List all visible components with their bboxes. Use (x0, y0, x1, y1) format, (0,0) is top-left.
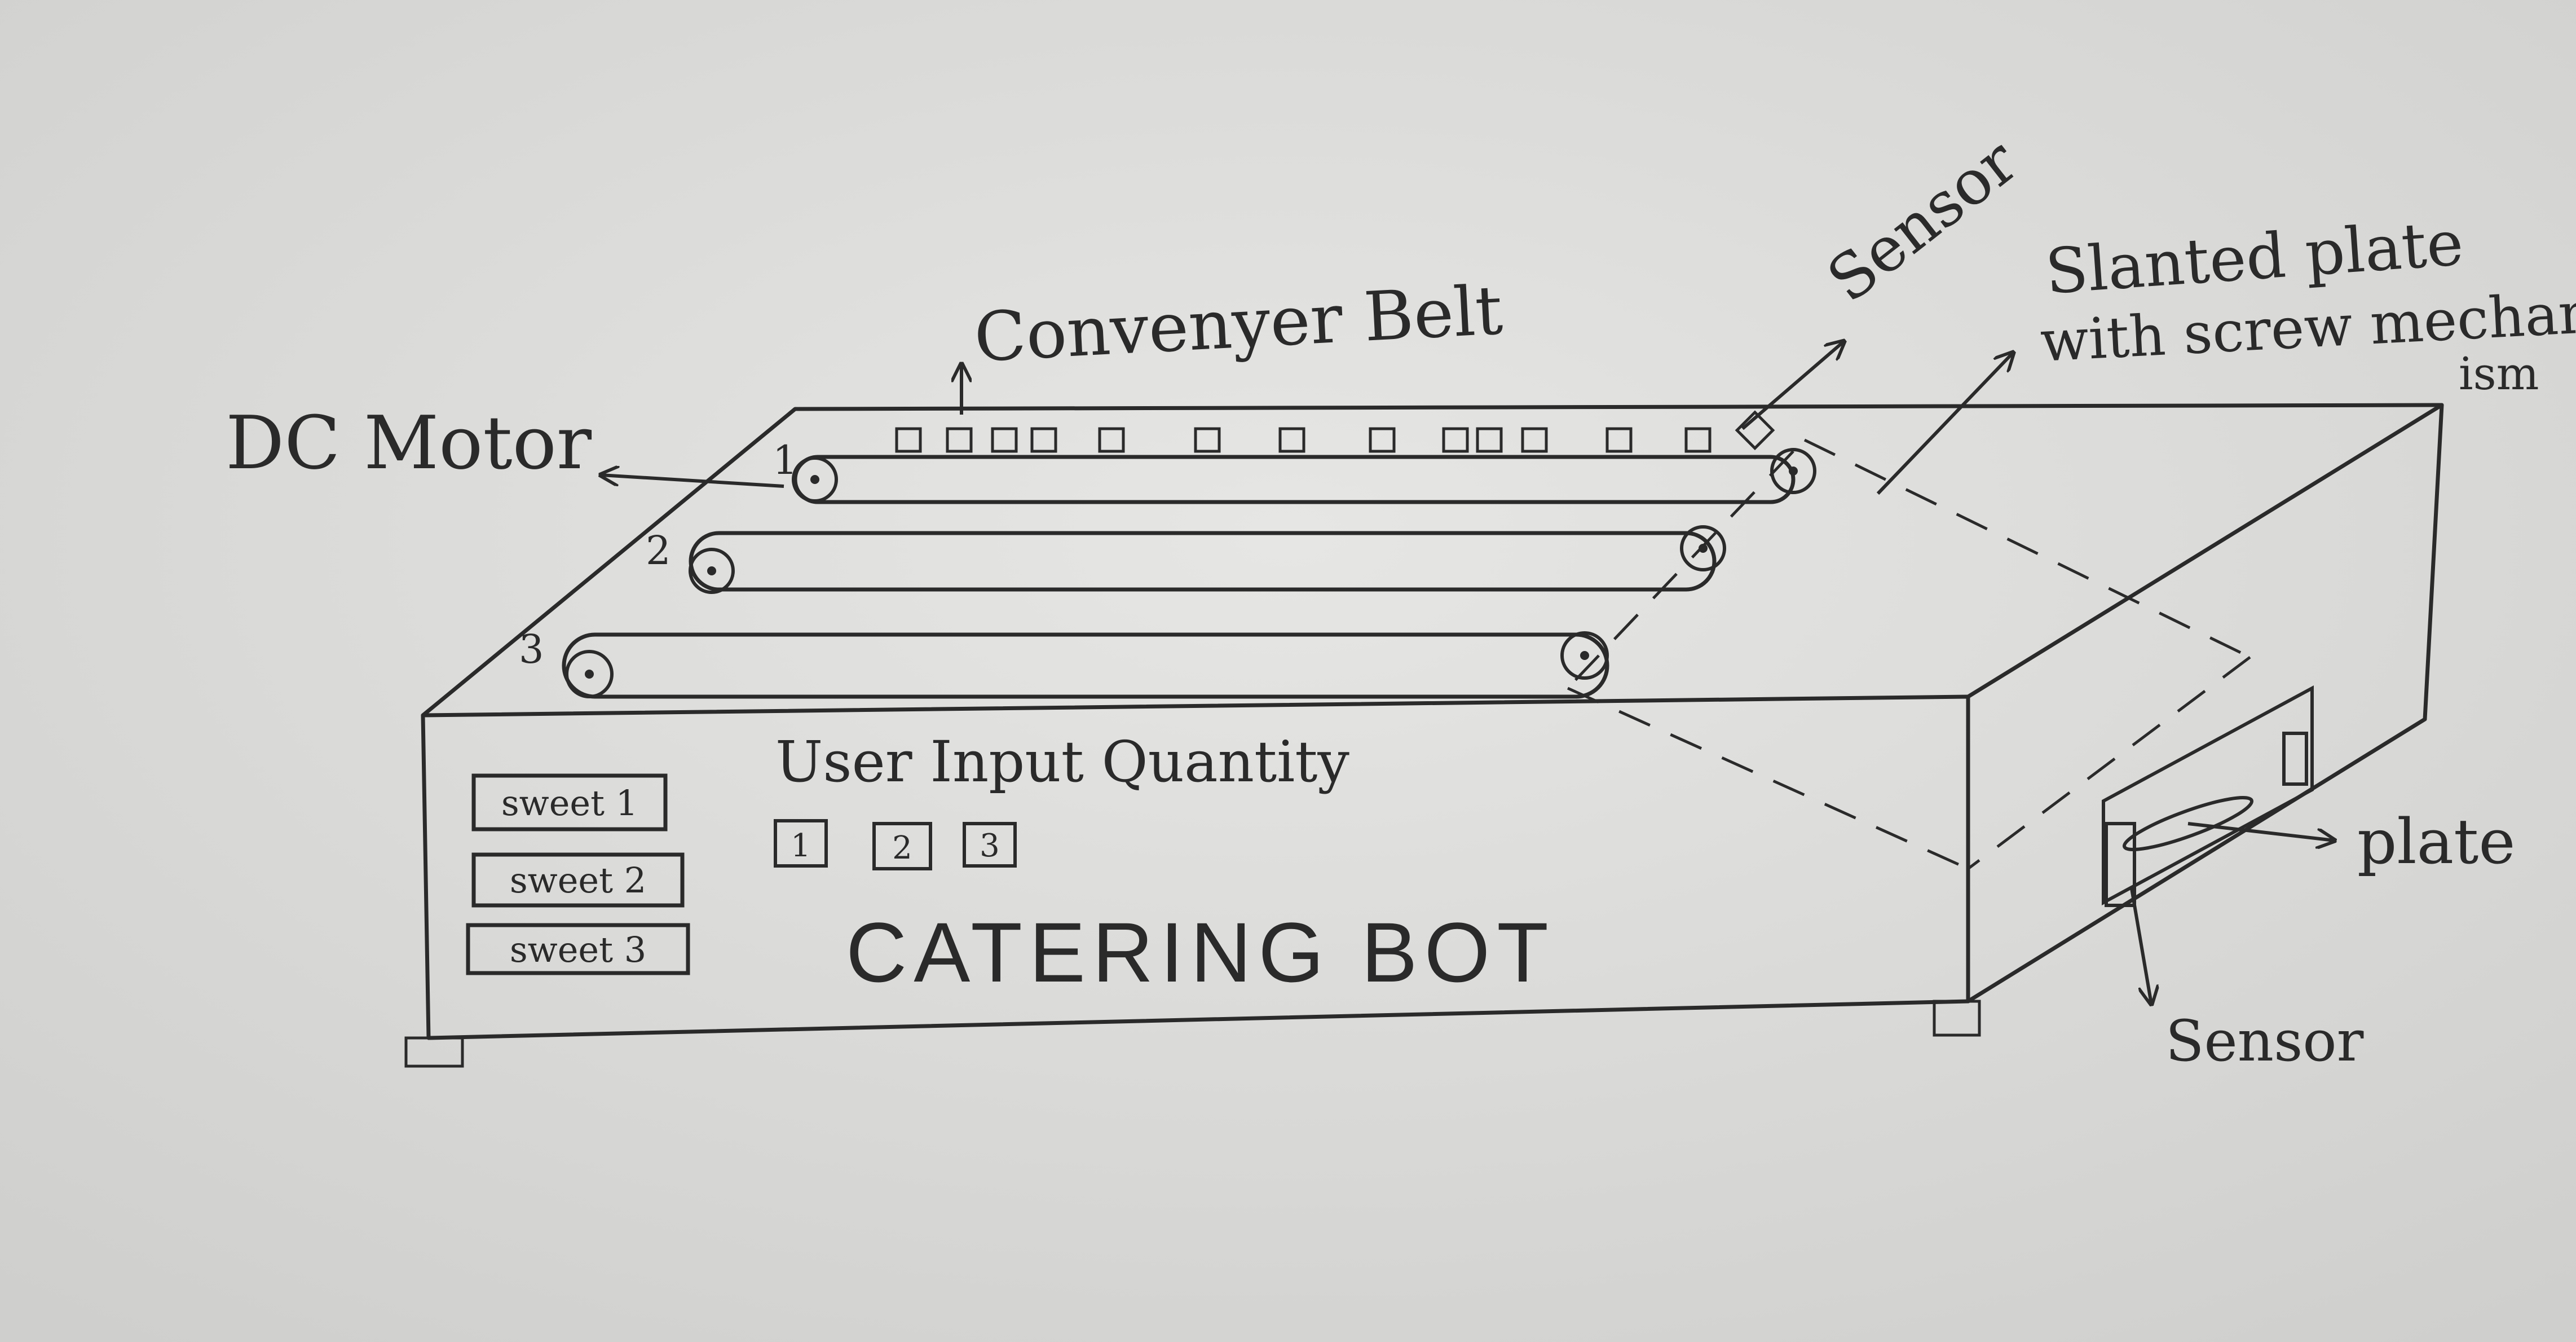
belt-1-slots (895, 427, 1712, 453)
sweet-2-button[interactable]: sweet 2 (471, 852, 685, 908)
conveyor-belt-1 (792, 410, 1816, 504)
top-sensor-block (1735, 410, 1775, 451)
plate-holder (2282, 732, 2308, 786)
belt-slot (1278, 427, 1305, 453)
sweet-3-frame (466, 923, 690, 975)
sweet-2-label: sweet 2 (510, 860, 646, 901)
front-panel: sweet 1 sweet 2 sweet 3 User Input Quant… (466, 729, 1555, 1000)
belt-number-2: 2 (646, 527, 671, 574)
bottom-sensor-block (2105, 822, 2136, 907)
belt-1-pulley-left (792, 456, 838, 503)
plate-label: plate (2357, 806, 2515, 878)
slanted-plate-front (1967, 656, 2251, 870)
feet (404, 1000, 1981, 1068)
belt-3-pulley-right (1560, 631, 1609, 680)
user-input-label: User Input Quantity (775, 729, 1349, 795)
sweet-3-label: sweet 3 (510, 929, 646, 970)
belt-1-axle-left (810, 475, 819, 484)
belt-1-pulley-right (1770, 448, 1816, 494)
leader-arrows (601, 341, 2335, 1004)
top-face (421, 403, 2444, 718)
conveyor-belt-2 (689, 525, 1726, 594)
foot-left (404, 1036, 464, 1068)
belt-slot (1369, 427, 1396, 453)
hidden-edges (1567, 438, 2251, 870)
quantity-3-frame (963, 822, 1017, 868)
belt-slot (1605, 427, 1633, 453)
belt-3-axle-left (585, 670, 594, 679)
catering-bot-title: CATERING BOT (846, 905, 1555, 1000)
slanted-plate-lower (1567, 687, 1969, 870)
belt-3-loop (562, 632, 1609, 699)
belt-slot (1442, 427, 1469, 453)
conveyor-belt-3 (562, 631, 1609, 699)
belt-2-axle-right (1699, 544, 1708, 553)
belt-3-pulley-left (565, 650, 614, 698)
belt-2-axle-left (707, 566, 716, 575)
sweet-1-frame (471, 773, 668, 831)
slanted-plate-edge (1803, 438, 2251, 659)
belt-2-pulley-right (1680, 525, 1726, 571)
slanted-plate-arrow (1876, 353, 2013, 495)
foot-right (1933, 1000, 1981, 1037)
quantity-3-button[interactable]: 3 (963, 822, 1017, 868)
belt-slot (1098, 427, 1125, 453)
belt-slot (1476, 427, 1503, 453)
quantity-2-frame (872, 822, 932, 870)
dc-motor-label: DC Motor (226, 400, 592, 486)
quantity-1-button[interactable]: 1 (774, 819, 828, 868)
quantity-2-button[interactable]: 2 (872, 822, 932, 870)
sweet-1-button[interactable]: sweet 1 (471, 773, 668, 831)
sensor-top-arrow (1741, 341, 1844, 430)
sweet-2-frame (471, 852, 685, 908)
quantity-1-label: 1 (791, 828, 811, 864)
plate-opening (2102, 685, 2314, 906)
sweet-3-button[interactable]: sweet 3 (466, 923, 690, 975)
belt-number-3: 3 (519, 626, 544, 672)
belt-slot (946, 427, 973, 453)
belt-slot (1194, 427, 1221, 453)
right-face (1966, 403, 2444, 1004)
belt-slot (895, 427, 922, 453)
plate-outlet (2102, 685, 2314, 907)
belt-1-axle-right (1789, 467, 1798, 476)
belt-number-1: 1 (773, 437, 798, 483)
sensor-bottom-arrow (2130, 888, 2151, 1004)
belt-3-axle-right (1580, 651, 1589, 660)
quantity-1-frame (774, 819, 828, 868)
quantity-2-label: 2 (892, 830, 912, 866)
sweet-1-label: sweet 1 (501, 782, 638, 824)
belt-slot (1030, 427, 1057, 453)
belt-slot (1684, 427, 1712, 453)
belt-2-pulley-left (689, 548, 735, 594)
belt-slot (1521, 427, 1548, 453)
dc-motor-arrow (601, 475, 784, 488)
plate (2122, 796, 2254, 851)
belt-slot (991, 427, 1018, 453)
sensor-bottom-label: Sensor (2165, 1008, 2364, 1074)
quantity-3-label: 3 (980, 828, 1000, 864)
slanted-plate-label-line3: ism (2459, 347, 2539, 400)
